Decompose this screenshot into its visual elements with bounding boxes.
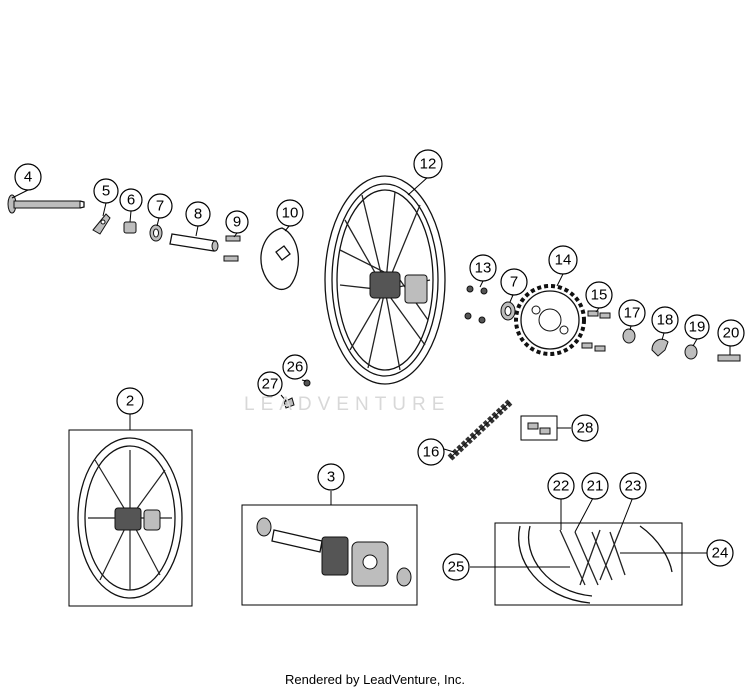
callout-label: 28 <box>577 420 594 437</box>
callout-label: 5 <box>102 183 110 200</box>
leader-lines <box>11 176 731 568</box>
part-valve-cap[interactable] <box>303 379 311 387</box>
callout-10: 10 <box>276 199 304 227</box>
part-brake-disc[interactable] <box>260 227 300 291</box>
callout-label: 3 <box>327 469 335 486</box>
callout-label: 16 <box>423 444 440 461</box>
part-bushing[interactable] <box>123 221 137 234</box>
part-chain[interactable] <box>447 399 513 461</box>
part-bolt-20[interactable] <box>717 354 741 362</box>
part-hub-assembly[interactable] <box>256 517 412 587</box>
part-spacer-tube[interactable] <box>169 233 219 252</box>
part-nuts[interactable] <box>464 285 488 324</box>
part-washer-19[interactable] <box>684 344 698 360</box>
footer-credit: Rendered by LeadVenture, Inc. <box>285 672 465 687</box>
part-sprocket-bolts[interactable] <box>581 310 611 352</box>
callout-18: 18 <box>651 306 679 334</box>
callout-label: 19 <box>689 319 706 336</box>
callout-label: 20 <box>723 325 740 342</box>
part-chain-adjuster[interactable] <box>651 338 669 357</box>
callout-14: 14 <box>548 245 578 275</box>
callout-label: 4 <box>24 169 32 186</box>
callout-label: 2 <box>126 393 134 410</box>
callout-26: 26 <box>282 354 308 380</box>
callout-3: 3 <box>317 463 345 491</box>
callout-label: 18 <box>657 312 674 329</box>
callout-25: 25 <box>442 553 470 581</box>
part-bearing-right[interactable] <box>500 301 516 321</box>
callout-label: 8 <box>194 206 202 223</box>
callout-27: 27 <box>257 371 283 397</box>
callout-13: 13 <box>469 254 497 282</box>
callout-15: 15 <box>585 281 613 309</box>
callout-21: 21 <box>581 472 609 500</box>
callout-label: 26 <box>287 359 304 376</box>
callout-8: 8 <box>185 201 211 227</box>
callout-5: 5 <box>93 178 119 204</box>
callout-9: 9 <box>225 210 249 234</box>
callout-24: 24 <box>706 539 734 567</box>
callout-16: 16 <box>417 438 445 466</box>
part-bearing-left[interactable] <box>149 224 163 242</box>
part-spokes-detail[interactable] <box>518 525 673 604</box>
callout-label: 6 <box>127 192 135 209</box>
callout-label: 9 <box>233 214 241 231</box>
callout-6: 6 <box>119 188 143 212</box>
callout-label: 14 <box>555 252 572 269</box>
callout-label: 7 <box>510 274 518 291</box>
callout-label: 25 <box>448 559 465 576</box>
callout-label: 10 <box>282 205 299 222</box>
part-valve[interactable] <box>283 397 295 409</box>
callout-7: 7 <box>147 193 173 219</box>
part-master-link[interactable] <box>527 422 551 435</box>
callout-label: 21 <box>587 478 604 495</box>
callout-4: 4 <box>14 163 42 191</box>
callout-label: 17 <box>624 305 641 322</box>
part-rear-wheel[interactable] <box>324 175 446 385</box>
callout-label: 27 <box>262 376 279 393</box>
callout-19: 19 <box>684 314 710 340</box>
callout-2: 2 <box>116 387 144 415</box>
callout-20: 20 <box>717 319 745 347</box>
callout-7-right: 7 <box>500 268 528 296</box>
callout-label: 13 <box>475 260 492 277</box>
part-axle[interactable] <box>7 194 85 214</box>
callout-label: 24 <box>712 545 729 562</box>
master-link-box <box>520 415 558 441</box>
callout-12: 12 <box>413 149 443 179</box>
hub-assembly-box <box>241 504 418 606</box>
callout-label: 22 <box>553 478 570 495</box>
callout-17: 17 <box>618 299 646 327</box>
part-bolts[interactable] <box>223 235 241 262</box>
callout-28: 28 <box>571 414 599 442</box>
part-washer[interactable] <box>92 213 111 235</box>
part-complete-wheel[interactable] <box>77 437 183 599</box>
watermark: LEADVENTURE <box>244 394 451 415</box>
callout-label: 23 <box>625 478 642 495</box>
part-sprocket[interactable] <box>514 284 586 356</box>
callout-23: 23 <box>619 472 647 500</box>
spokes-detail-box <box>494 522 683 606</box>
callout-label: 15 <box>591 287 608 304</box>
callout-22: 22 <box>547 472 575 500</box>
callout-label: 7 <box>156 198 164 215</box>
part-bushing-17[interactable] <box>622 328 636 344</box>
callout-label: 12 <box>420 156 437 173</box>
